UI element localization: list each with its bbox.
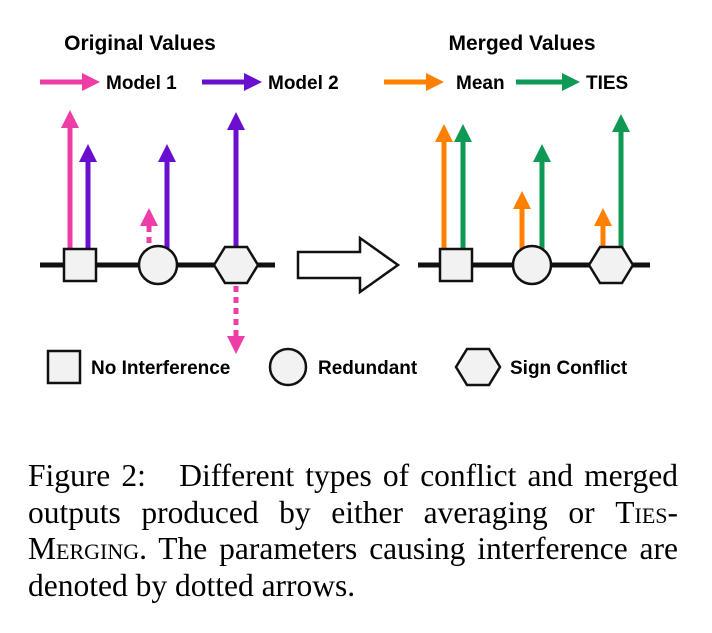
left-square-model2-arrow [79,144,97,265]
model1-label: Model 1 [106,73,177,94]
interference-diagram: Original Values Merged Values Model 1 Mo… [40,32,650,387]
legend-circle-icon [268,347,308,387]
left-hexagon-model2-arrow [227,112,245,265]
left-hexagon-marker [212,245,260,285]
merge-transition-arrow [296,235,401,295]
right-circle-marker [511,244,553,286]
legend-square-icon [46,349,82,385]
legend-redundant-label: Redundant [318,358,418,379]
model2-legend-arrow [202,73,262,91]
mean-legend-arrow [384,73,444,91]
figure-caption: Figure 2: Different types of conflict an… [28,458,678,604]
right-hexagon-marker [587,245,635,285]
right-hexagon-ties-arrow [612,114,630,265]
legend-no-interference-label: No Interference [91,358,230,379]
left-circle-model1-dotted-arrow [140,208,158,265]
figure-label: Figure 2: [28,458,146,493]
ties-label: TIES [586,73,628,94]
ties-legend-arrow [516,73,580,91]
caption-method-name: Ties-Merging [28,494,678,567]
right-panel-title: Merged Values [448,32,595,55]
right-square-marker [438,247,474,283]
mean-label: Mean [456,73,505,94]
caption-text-before: Different types of conflict and merged o… [28,458,679,530]
right-square-ties-arrow [454,124,472,265]
right-square-mean-arrow [435,124,453,265]
left-square-marker [62,247,98,283]
left-circle-marker [137,244,179,286]
left-square-model1-arrow [61,110,79,265]
legend-sign-conflict-label: Sign Conflict [510,358,628,379]
legend-hexagon-icon [454,347,502,387]
model2-label: Model 2 [268,73,339,94]
left-hexagon-model1-dotted-arrow [227,286,245,354]
model1-legend-arrow [40,73,100,91]
left-panel-title: Original Values [64,32,216,55]
caption-text-after: . The parameters causing interference ar… [28,531,678,603]
